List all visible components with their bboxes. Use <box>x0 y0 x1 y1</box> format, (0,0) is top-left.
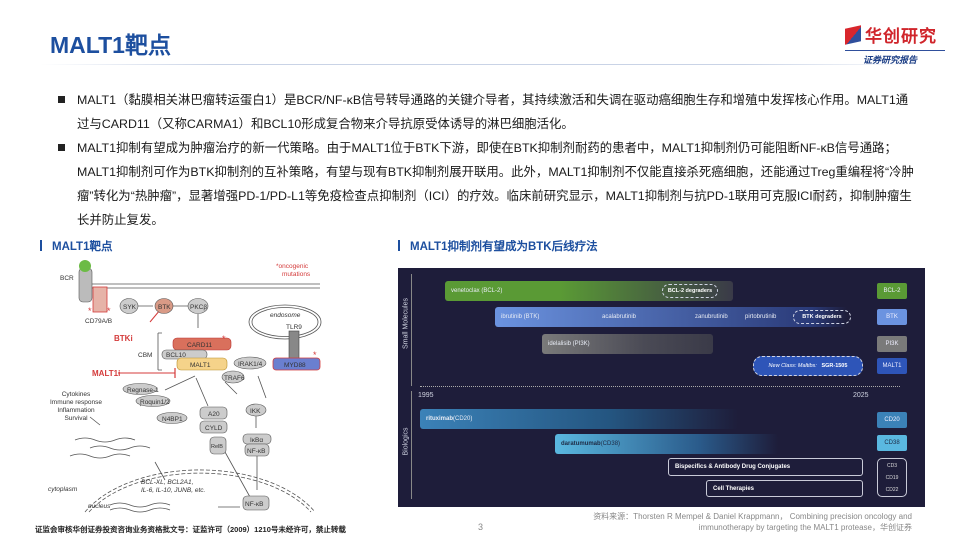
legend-oncogenic: *oncogenic <box>276 263 309 270</box>
bar-idelalisib: idelalisib (PI3K) <box>542 334 713 354</box>
bullet-square-icon <box>58 96 65 103</box>
section-heading-text: MALT1抑制剂有望成为BTK后线疗法 <box>410 241 598 253</box>
node-syk: SYK <box>123 304 137 311</box>
label-bcr: BCR <box>60 275 74 282</box>
mutation-star-icon: * <box>222 334 226 344</box>
bcl2-degraders-pill: BCL-2 degraders <box>662 284 718 298</box>
section-heading-left: MALT1靶点 <box>40 238 112 254</box>
tag-cd38: CD38 <box>877 435 907 451</box>
source-note: 资料来源：Thorsten R Mempel & Daniel Krappman… <box>480 511 912 533</box>
node-regnase: Regnase-1 <box>127 387 159 394</box>
node-malt1: MALT1 <box>190 362 211 369</box>
node-nfkb-nuclear: NF-κB <box>245 501 263 508</box>
bullet-text: MALT1（黏膜相关淋巴瘤转运蛋白1）是BCR/NF-κB信号转导通路的关键介导… <box>77 93 909 131</box>
section-heading-text: MALT1靶点 <box>52 241 113 253</box>
node-traf6: TRAF6 <box>224 375 245 382</box>
tag-malt1: MALT1 <box>877 358 907 374</box>
nucleus-membrane-outer <box>84 469 316 513</box>
bar-rituximab: rituximab (CD20) <box>420 409 738 429</box>
node-nfkb: NF-κB <box>247 448 265 455</box>
tag-btk: BTK <box>877 309 907 325</box>
bullet-square-icon <box>58 144 65 151</box>
logo-name: 华创研究 <box>865 27 937 46</box>
tag-pi3k: PI3K <box>877 336 907 352</box>
bar-venetoclax: venetoclax (BCL-2) <box>445 281 733 301</box>
cell-therapies-box: Cell Therapies <box>706 480 863 497</box>
malt1-pathway-diagram: BCR CD79A/B SYK BTK PKCβ endosome TLR9 C… <box>48 260 322 513</box>
label-btki: BTKi <box>114 334 133 343</box>
label-cytoplasm: cytoplasm <box>48 486 78 493</box>
label-nucleus: nucleus <box>88 503 111 510</box>
label-endosome: endosome <box>270 312 301 319</box>
outcome-label: Survival <box>64 415 88 422</box>
bar-daratumumab: daratumumab (CD38) <box>555 434 778 454</box>
nucleus-membrane-inner <box>88 472 312 513</box>
treatment-timeline: Small Molecules Biologics 1995 2025 vene… <box>398 268 925 507</box>
tag-cd3: CD3 <box>886 463 897 469</box>
year-end: 2025 <box>853 392 869 399</box>
label-cd79: CD79A/B <box>85 318 112 325</box>
page-number: 3 <box>478 522 484 532</box>
source-line: 资料来源：Thorsten R Mempel & Daniel Krappman… <box>593 512 912 521</box>
bullet-list: MALT1（黏膜相关淋巴瘤转运蛋白1）是BCR/NF-κB信号转导通路的关键介导… <box>58 88 920 232</box>
node-ikba: IκBα <box>250 437 263 444</box>
mutation-star-icon: * <box>313 350 317 360</box>
tag-cd19: CD19 <box>885 475 899 481</box>
label-cbm: CBM <box>138 352 152 359</box>
year-start: 1995 <box>418 392 434 399</box>
outcome-label: Immune response <box>50 399 102 406</box>
label-tlr9: TLR9 <box>286 324 302 331</box>
node-myd88: MYD88 <box>284 362 306 369</box>
tag-cd20: CD20 <box>877 412 907 428</box>
bullet-text: MALT1抑制有望成为肿瘤治疗的新一代策略。由于MALT1位于BTK下游，即使在… <box>77 141 914 227</box>
legend-mutations: mutations <box>282 271 311 278</box>
section-heading-right: MALT1抑制剂有望成为BTK后线疗法 <box>398 238 598 254</box>
btk-degraders-pill: BTK degraders <box>793 310 851 324</box>
header-divider <box>40 64 920 65</box>
node-roquin: Roquin1/2 <box>140 399 170 406</box>
group-label-biologics: Biologics <box>402 427 410 456</box>
node-cyld: CYLD <box>205 425 223 432</box>
brand-logo: 华创研究 证券研究报告 <box>845 22 945 66</box>
bispecifics-box: Bispecifics & Antibody Drug Conjugates <box>668 458 863 476</box>
page-title: MALT1靶点 <box>50 32 171 58</box>
outcome-label: Cytokines <box>62 391 91 398</box>
tag-bcl2: BCL-2 <box>877 283 907 299</box>
node-ikk: IKK <box>250 408 261 415</box>
cd-targets-box: CD3 CD19 CD22 <box>877 458 907 497</box>
node-a20: A20 <box>208 411 220 418</box>
node-pkc: PKCβ <box>190 304 207 311</box>
footer-disclaimer: 证监会审核华创证券投资咨询业务资格批文号：证监许可（2009）1210号未经许可… <box>35 525 346 534</box>
genes-label: BCL-XL, BCL2A1, <box>141 479 194 486</box>
group-label-small-molecules: Small Molecules <box>402 298 410 349</box>
mutation-star-icon: * <box>107 306 111 316</box>
bar-malt1-new-class: New Class: Maltibs: SGR-1505 <box>753 356 863 376</box>
tag-cd22: CD22 <box>885 487 899 493</box>
node-relb: RelB <box>211 444 223 450</box>
label-malt1i: MALT1i <box>92 369 120 378</box>
node-bcl10: BCL10 <box>166 352 186 359</box>
outcome-label: Inflammation <box>57 407 95 414</box>
logo-subtitle: 证券研究报告 <box>863 55 918 65</box>
node-n4bp1: N4BP1 <box>162 416 183 423</box>
bar-btk-inhibitors: ibrutinib (BTK) acalabrutinib zanubrutin… <box>495 307 847 327</box>
source-line: immunotherapy by targeting the MALT1 pro… <box>698 523 912 532</box>
time-axis <box>420 386 900 387</box>
mutation-star-icon: * <box>88 306 92 316</box>
bullet-item: MALT1抑制有望成为肿瘤治疗的新一代策略。由于MALT1位于BTK下游，即使在… <box>58 136 920 232</box>
bullet-item: MALT1（黏膜相关淋巴瘤转运蛋白1）是BCR/NF-κB信号转导通路的关键介导… <box>58 88 920 136</box>
node-btk: BTK <box>158 304 171 311</box>
node-irak: IRAK1/4 <box>238 361 263 368</box>
node-card11: CARD11 <box>187 342 213 349</box>
genes-label: IL-6, IL-10, JUNB, etc. <box>141 487 205 494</box>
logo-mark-icon <box>845 24 861 45</box>
